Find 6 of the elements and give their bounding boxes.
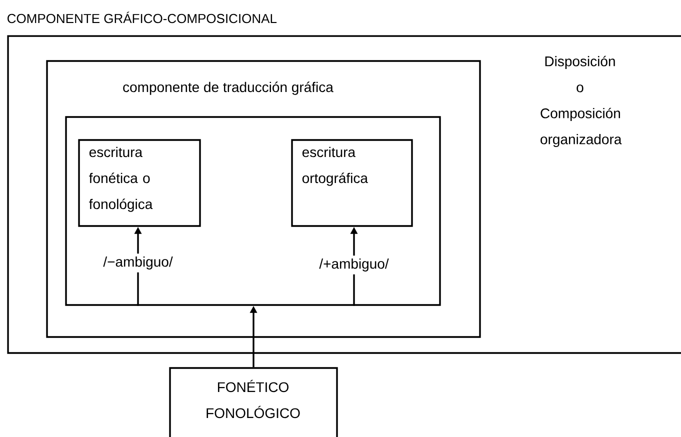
- process-box: FONÉTICO FONOLÓGICO: [169, 367, 338, 437]
- box-outline: [65, 116, 441, 306]
- feature-label: /+ambiguo/: [319, 258, 389, 272]
- feature-label: /−ambiguo/: [103, 256, 173, 270]
- process-box: escritura ortográfica: [291, 139, 413, 227]
- process-box: escritura fonética o fonológica: [78, 139, 201, 227]
